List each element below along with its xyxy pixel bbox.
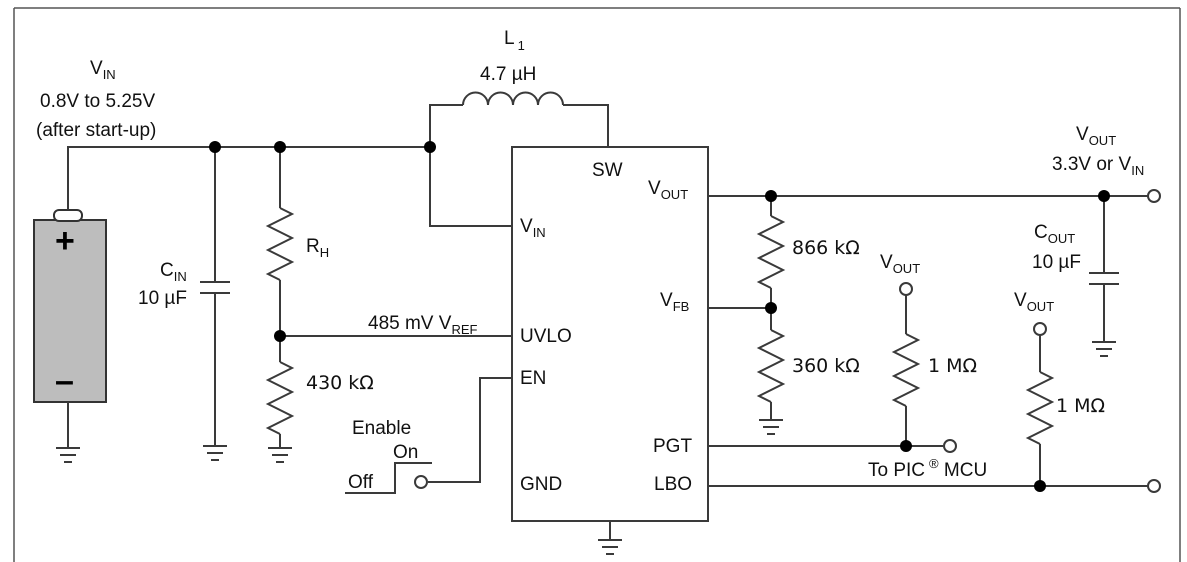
junction-dot xyxy=(765,190,777,202)
cout-label: COUT xyxy=(1034,222,1075,246)
enable-title-label: Enable xyxy=(352,418,411,439)
vout-value-label: 3.3V or VIN xyxy=(1052,154,1144,178)
frame xyxy=(13,7,1181,562)
pin-vfb-label: VFB xyxy=(660,290,689,314)
wire-inductor-left xyxy=(429,104,463,147)
inductor-value-label: 4.7 µH xyxy=(480,64,536,85)
junction-dot xyxy=(209,141,221,153)
cin-label: CIN xyxy=(160,260,187,284)
vref-label: 485 mV VREF xyxy=(368,313,477,337)
r-430k-label: 430 kΩ xyxy=(306,372,374,394)
r-360k-label: 360 kΩ xyxy=(792,355,860,377)
pgt-pullup-vout-label: VOUT xyxy=(880,252,920,276)
vin-source-label: VIN xyxy=(90,58,116,82)
ground-symbol-battery xyxy=(56,447,80,463)
battery-plus-sign: + xyxy=(55,222,75,260)
junction-dot xyxy=(1034,480,1046,492)
vin-note-label: (after start-up) xyxy=(36,120,156,141)
r-866k-label: 866 kΩ xyxy=(792,237,860,259)
resistor-866k xyxy=(756,215,786,289)
pin-en-label: EN xyxy=(520,368,546,389)
inductor-l1 xyxy=(462,91,564,106)
lbo-pullup-value-label: 1 MΩ xyxy=(1056,395,1105,417)
enable-terminal[interactable] xyxy=(414,475,428,489)
resistor-360k xyxy=(756,329,786,403)
junction-dot xyxy=(424,141,436,153)
capacitor-cin xyxy=(200,281,230,294)
ground-symbol-cout xyxy=(1092,341,1116,357)
junction-dot xyxy=(900,440,912,452)
cout-value-label: 10 µF xyxy=(1032,252,1081,273)
ground-symbol-cin xyxy=(203,445,227,461)
junction-dot xyxy=(765,302,777,314)
cin-value-label: 10 µF xyxy=(138,288,187,309)
pgt-mcu-terminal[interactable] xyxy=(943,439,957,453)
lbo-output-terminal[interactable] xyxy=(1147,479,1161,493)
pin-lbo-label: LBO xyxy=(654,474,692,495)
pin-uvlo-label: UVLO xyxy=(520,326,572,347)
junction-dot xyxy=(274,141,286,153)
battery-minus-sign: – xyxy=(55,362,74,400)
pin-pgt-label: PGT xyxy=(653,436,692,457)
pgt-pullup-value-label: 1 MΩ xyxy=(928,355,977,377)
wire-battery-to-rail xyxy=(67,146,430,210)
enable-switch-lines xyxy=(345,462,432,494)
junction-dots xyxy=(209,141,1110,492)
battery: + – xyxy=(33,209,107,403)
pgt-pullup-vout-terminal xyxy=(899,282,913,296)
ground-symbol-430k xyxy=(268,447,292,463)
lbo-pullup-vout-terminal xyxy=(1033,322,1047,336)
junction-dot xyxy=(274,330,286,342)
wire-vin-pin xyxy=(429,147,512,227)
pin-vout-label: VOUT xyxy=(648,178,688,202)
enable-off-label: Off xyxy=(348,472,374,493)
vout-output-terminal[interactable] xyxy=(1147,189,1161,203)
wire-inductor-to-sw xyxy=(563,104,609,147)
resistor-rh xyxy=(265,207,295,281)
junction-dot xyxy=(1098,190,1110,202)
resistor-430k xyxy=(265,361,295,435)
resistor-pgt-pullup xyxy=(891,333,921,407)
capacitor-cout xyxy=(1089,272,1119,285)
vout-label: VOUT xyxy=(1076,124,1116,148)
enable-on-label: On xyxy=(393,442,418,463)
resistor-lbo-pullup xyxy=(1025,371,1055,445)
ground-symbol-ic xyxy=(598,539,622,555)
pin-sw-label: SW xyxy=(592,160,623,181)
ground-symbol-360k xyxy=(759,419,783,435)
rh-label: RH xyxy=(306,236,329,260)
pin-vin-label: VIN xyxy=(520,216,546,240)
to-mcu-label: To PIC® MCU xyxy=(868,456,987,481)
wire-en xyxy=(428,377,512,483)
vin-range-label: 0.8V to 5.25V xyxy=(40,91,155,112)
lbo-pullup-vout-label: VOUT xyxy=(1014,290,1054,314)
pin-gnd-label: GND xyxy=(520,474,562,495)
